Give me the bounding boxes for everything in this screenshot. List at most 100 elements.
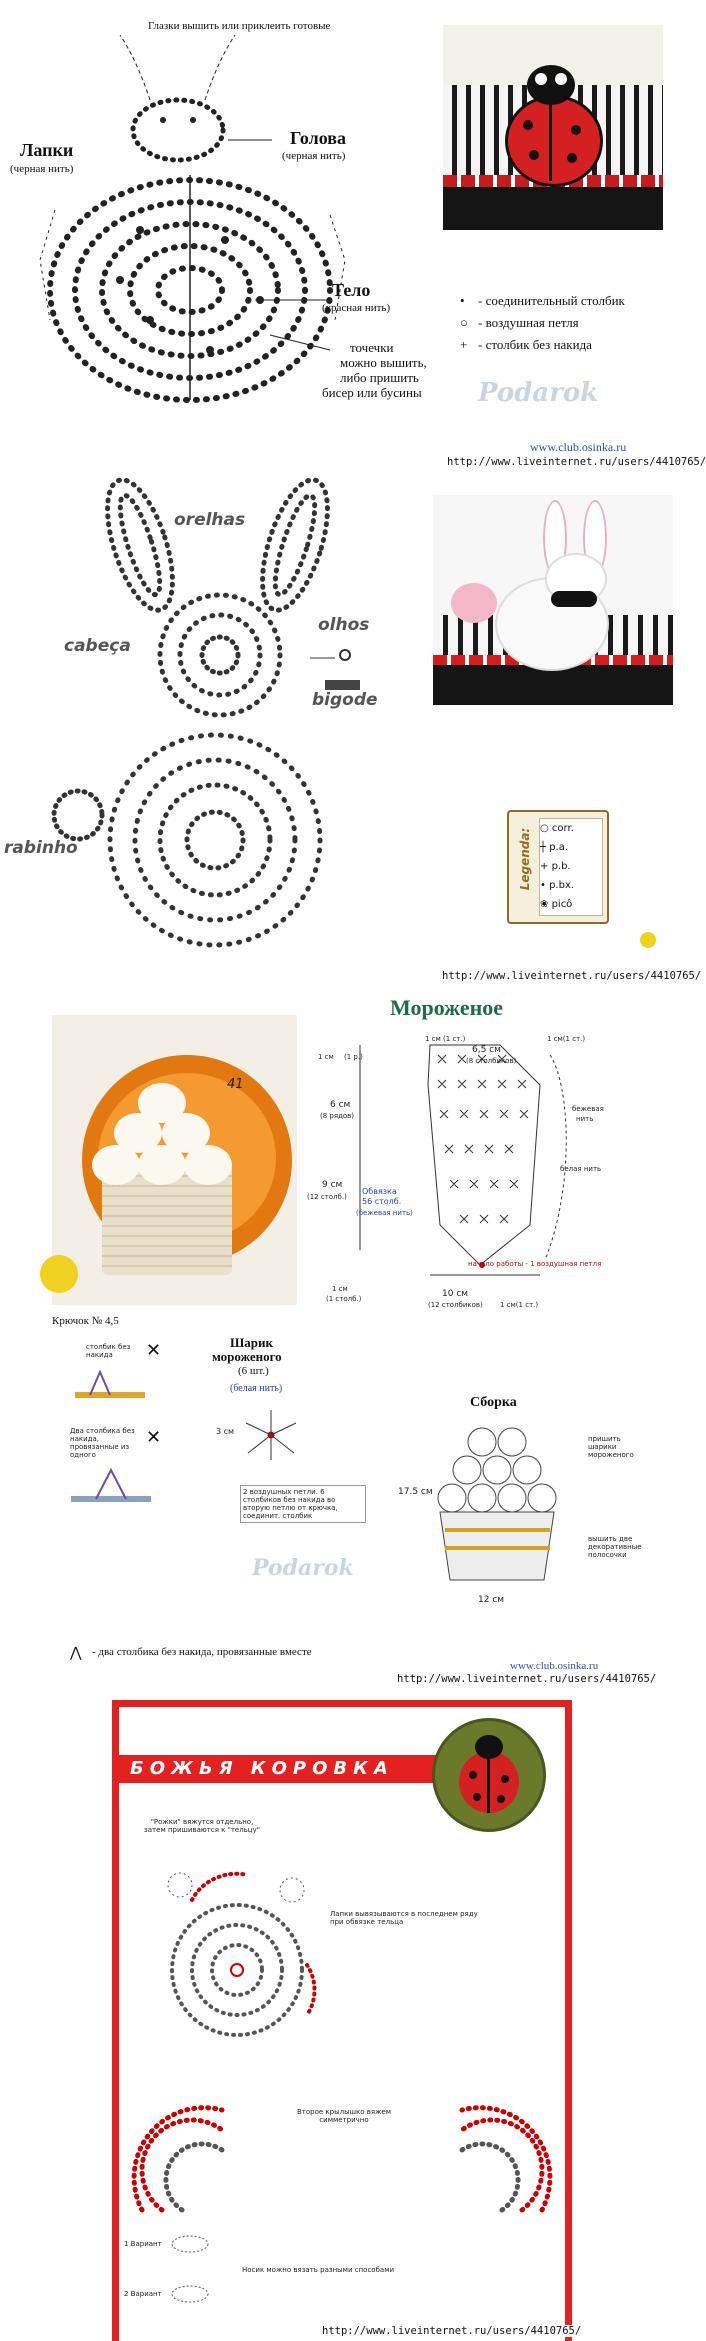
head-sub: (черная нить)	[282, 150, 346, 162]
ears-label: orelhas	[174, 510, 246, 530]
wings-chart	[131, 2105, 553, 2213]
legs-sub: (черная нить)	[10, 163, 74, 175]
icecream-title: Мороженое	[390, 995, 504, 1020]
assembly-height: 17.5 см	[398, 1487, 433, 1497]
bunny-section: orelhas cabeça olhos bigode rabinho Lege…	[0, 470, 702, 990]
ball-note: 2 воздушных петли. 6 столбиков без накид…	[240, 1485, 366, 1523]
bunny-photo-tail	[451, 583, 497, 623]
horns-note: "Рожки" вяжутся отдельно, затем пришиваю…	[144, 1818, 260, 1834]
head-label: Голова	[290, 128, 347, 148]
beige-thread: бежевая	[572, 1105, 604, 1113]
ladybug-photo-head	[527, 65, 575, 105]
icecream-section: 41 Мороженое 1 см (1 ст.) 6,5 см (8 стол…	[0, 995, 700, 1695]
wing-note: Второе крылышко вяжем симметрично	[297, 2108, 391, 2124]
bunny-legend: Legenda: ○ corr. ┼ p.a. + p.b. • p.bx. ❀…	[507, 810, 609, 924]
single-crochet-icon: +	[460, 337, 468, 352]
ladybug2-section: БОЖЬЯ КОРОВКА "Рожки" вяжутся отдельно, …	[112, 1700, 582, 2341]
legs-label: Лапки	[20, 140, 74, 160]
dc-icon: ┼	[540, 842, 550, 853]
photo-number: 41	[227, 1077, 244, 1092]
stitch2-illustration	[71, 1467, 151, 1502]
source-url[interactable]: http://www.liveinternet.ru/users/4410765…	[397, 1673, 657, 1685]
obvyazka-thread: (бежевая нить)	[356, 1209, 413, 1217]
dim-top-1: 1 см (1 ст.)	[425, 1035, 466, 1043]
ladybug2-body-chart	[167, 1871, 317, 2037]
obvyazka-count: 56 столб.	[362, 1197, 402, 1206]
chain-stitch-icon: ○	[460, 315, 468, 330]
hook-size: Крючок № 4,5	[52, 1315, 119, 1327]
icecream-photo: 41	[40, 1015, 297, 1305]
podarok-watermark: Podarok	[252, 1555, 354, 1581]
eyes-label: olhos	[318, 615, 370, 635]
stitch2-label: Два столбика без накида, провязанные из …	[70, 1427, 135, 1459]
dim-left-1: 1 см	[318, 1053, 334, 1061]
legend-item: ┼ p.a.	[540, 842, 569, 853]
ladybug-crochet-chart	[39, 34, 346, 403]
legs-note: Лапки вывязываются в последнем ряду при …	[330, 1910, 478, 1926]
dots-note: точечки	[350, 340, 394, 355]
dots-note-2: можно вышить,	[340, 355, 427, 370]
beige-thread-2: нить	[576, 1115, 594, 1123]
ball-title: Шарик	[230, 1335, 273, 1350]
stitch1-symbol-icon: ✕	[146, 1340, 162, 1361]
slip-stitch-icon: •	[460, 293, 465, 308]
dim-left-1b: (1 р.)	[344, 1053, 363, 1061]
site-credit: www.club.osinka.ru	[510, 1660, 599, 1672]
dim-left-2: 6 см	[330, 1100, 351, 1110]
eyes-note: Глазки вышить или приклеить готовые	[148, 20, 331, 32]
white-thread: белая нить	[560, 1165, 602, 1173]
legend-item: + p.b.	[540, 861, 571, 872]
dim-bot-1b: (1 столб.)	[326, 1295, 362, 1303]
legend-item: • p.bx.	[540, 880, 575, 891]
ball-diagram	[245, 1410, 297, 1460]
site-credit: www.club.osinka.ru	[530, 440, 627, 454]
ball-size: 3 см	[216, 1427, 235, 1436]
ball-thread: (белая нить)	[230, 1383, 283, 1394]
ball-count: (6 шт.)	[238, 1365, 269, 1377]
legend-row: ○- воздушная петля	[460, 312, 690, 334]
chick-icon	[640, 932, 656, 948]
ladybug-section: Глазки вышить или приклеить готовые Голо…	[0, 0, 706, 470]
stitch2-symbol-icon: ✕	[146, 1427, 162, 1448]
picot-icon: ❀	[540, 899, 552, 910]
start-note: начало работы - 1 воздушная петля	[468, 1260, 602, 1268]
legend-item: ❀ picô	[540, 899, 573, 910]
legend-item: ○ corr.	[540, 823, 574, 834]
ball-title-2: мороженого	[212, 1349, 282, 1364]
dim-top-2b: (8 столбиков)	[466, 1057, 517, 1065]
nose-variants	[171, 2235, 209, 2303]
tail-label: rabinho	[4, 838, 78, 858]
variant-2: 2 Вариант	[124, 2290, 162, 2298]
legend-row: +- столбик без накида	[460, 334, 690, 356]
sew-balls-note: пришить шарики мороженого	[588, 1435, 634, 1459]
icecream-cone-chart	[359, 1044, 567, 1276]
ladybug-photo	[443, 25, 663, 230]
stitch1-illustration	[75, 1369, 145, 1398]
bottom-symbol-icon: ⋀	[70, 1645, 82, 1661]
source-url[interactable]: http://www.liveinternet.ru/users/4410765…	[442, 970, 702, 982]
dim-left-3: 9 см	[322, 1180, 343, 1190]
nose-note: Носик можно вязать разными способами	[242, 2266, 395, 2274]
bunny-crochet-chart	[51, 477, 360, 948]
legend-title: Legenda:	[518, 827, 532, 891]
assembly-width: 12 см	[478, 1595, 505, 1605]
dim-bot-1: 1 см	[332, 1285, 348, 1293]
source-url[interactable]: http://www.liveinternet.ru/users/4410765…	[447, 456, 706, 468]
chain-icon: ○	[540, 823, 552, 834]
stitch1-label: столбик без накида	[86, 1343, 131, 1359]
title-bar	[119, 1755, 459, 1783]
dim-top-2: 6,5 см	[472, 1045, 501, 1055]
dim-bot-2b: (12 столбиков)	[428, 1301, 483, 1309]
dots-note-4: бисер или бусины	[322, 385, 422, 400]
ladybug2-photo	[432, 1718, 546, 1832]
source-url[interactable]: http://www.liveinternet.ru/users/4410765…	[322, 2325, 582, 2337]
title: БОЖЬЯ КОРОВКА	[130, 1758, 394, 1779]
dim-left-3b: (12 столб.)	[307, 1193, 347, 1201]
bunny-photo	[433, 495, 673, 705]
bottom-legend: - два столбика без накида, провязанные в…	[92, 1646, 312, 1658]
obvyazka-label: Обвязка	[362, 1187, 397, 1196]
body-label: Тело	[332, 280, 371, 300]
podarok-watermark: Podarok	[478, 378, 599, 408]
slip-icon: •	[540, 880, 550, 891]
ladybug-legend: •- соединительный столбик ○- воздушная п…	[460, 290, 690, 356]
